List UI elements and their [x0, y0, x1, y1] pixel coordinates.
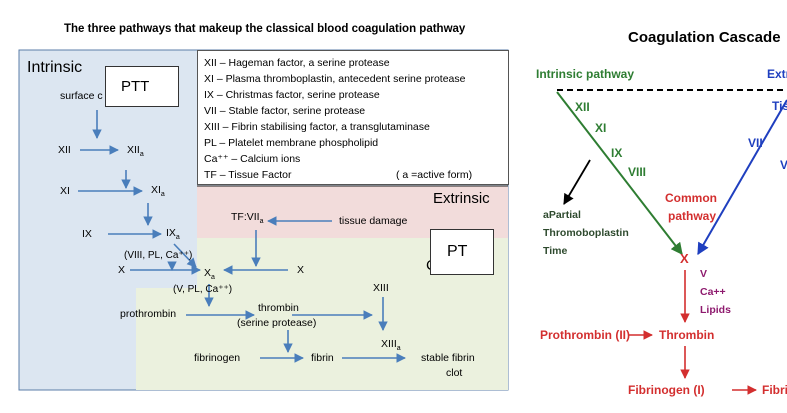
common-region: [136, 238, 508, 390]
node-xi: XI: [60, 185, 70, 197]
intrinsic-green-arrow: [556, 91, 683, 255]
intrinsic-label: Intrinsic: [27, 59, 83, 76]
legend-row: PL – Platelet membrane phospholipid: [204, 137, 379, 149]
common-pathway-line-1: Common: [665, 191, 717, 205]
factor-xii: XII: [575, 100, 590, 114]
node-xia: XIa: [151, 184, 165, 199]
node-stable-fibrin: stable fibrin: [421, 352, 475, 364]
extrinsic-label: Extrinsic: [433, 190, 490, 207]
node-surface: surface c: [60, 90, 103, 102]
node-xa: Xa: [204, 267, 215, 282]
node-x-left: X: [118, 264, 126, 276]
factor-xi: XI: [595, 121, 607, 135]
legend-row: XII – Hageman factor, a serine protease: [204, 57, 390, 69]
aptt-line-1: aPartial: [543, 209, 581, 221]
node-cofactors-common: (V, PL, Ca⁺⁺): [173, 284, 233, 295]
intrinsic-pathway-label: Intrinsic pathway: [536, 67, 635, 81]
factor-vii: VII: [748, 136, 763, 150]
node-xiiia: XIIIa: [381, 338, 401, 353]
node-xiia: XIIa: [127, 144, 144, 159]
pt-label: PT: [447, 243, 468, 260]
extrinsic-partial-label: Extr: [767, 67, 787, 81]
prothrombin-label: Prothrombin (II): [540, 328, 630, 342]
coagulation-cascade-panel: Coagulation Cascade Intrinsic pathway Ex…: [522, 0, 787, 413]
node-xiii: XIII: [373, 282, 389, 294]
legend-row: XIII – Fibrin stabilising factor, a tran…: [204, 121, 430, 133]
node-ix: IX: [82, 228, 92, 240]
fibrinogen-label: Fibrinogen (I): [628, 383, 705, 397]
extrinsic-blue-arrow: [697, 99, 787, 256]
legend-row: IX – Christmas factor, serine protease: [204, 89, 380, 101]
node-serine-protease: (serine protease): [237, 317, 317, 329]
pt-box: PT: [430, 229, 494, 275]
node-x-right: X: [297, 264, 305, 276]
factor-ix: IX: [611, 146, 623, 160]
cofactor-ca: Ca++: [700, 286, 726, 298]
node-fibrinogen: fibrinogen: [194, 352, 241, 364]
ptt-box: PTT: [105, 66, 179, 107]
legend-note: ( a =active form): [396, 169, 473, 181]
left-title: The three pathways that makeup the class…: [64, 23, 466, 35]
legend-box: XII – Hageman factor, a serine protease …: [197, 50, 509, 185]
arrow-ixa-down: [173, 243, 197, 268]
factor-x: X: [680, 251, 689, 266]
cascade-lines: [556, 89, 787, 395]
node-thrombin: thrombin: [258, 302, 299, 314]
pathway-arrows: [78, 110, 406, 363]
factor-viii: VIII: [628, 165, 647, 179]
classical-pathway-diagram: The three pathways that makeup the class…: [18, 23, 509, 391]
aptt-black-arrow: [563, 159, 591, 205]
common-pathway-line-2: pathway: [668, 209, 717, 223]
node-tf-viia: TF:VIIa: [231, 211, 264, 226]
legend-row: VII – Stable factor, serine protease: [204, 105, 366, 117]
thrombin-label: Thrombin: [659, 328, 715, 342]
factor-v-partial: V: [780, 158, 787, 172]
cofactor-v: V: [700, 268, 708, 280]
cofactor-lipids: Lipids: [700, 304, 731, 316]
node-xii: XII: [58, 144, 71, 156]
node-clot: clot: [446, 367, 463, 379]
cascade-title: Coagulation Cascade: [628, 29, 781, 46]
tissue-partial-label: Tis: [772, 99, 787, 113]
aptt-line-3: Time: [543, 245, 568, 257]
legend-row: XI – Plasma thromboplastin, antecedent s…: [204, 73, 466, 85]
node-fibrin: fibrin: [311, 352, 334, 364]
node-cofactors-intrinsic: (VIII, PL, Ca⁺⁺): [124, 250, 193, 261]
ptt-label: PTT: [121, 78, 150, 95]
fibrin-partial-label: Fibri: [762, 383, 787, 397]
node-prothrombin: prothrombin: [120, 308, 177, 320]
node-tissue-damage: tissue damage: [339, 215, 408, 227]
legend-row: TF – Tissue Factor: [204, 169, 292, 181]
aptt-line-2: Thromoboplastin: [543, 227, 629, 239]
node-ixa: IXa: [166, 227, 180, 242]
legend-row: Ca⁺⁺ – Calcium ions: [204, 153, 301, 165]
